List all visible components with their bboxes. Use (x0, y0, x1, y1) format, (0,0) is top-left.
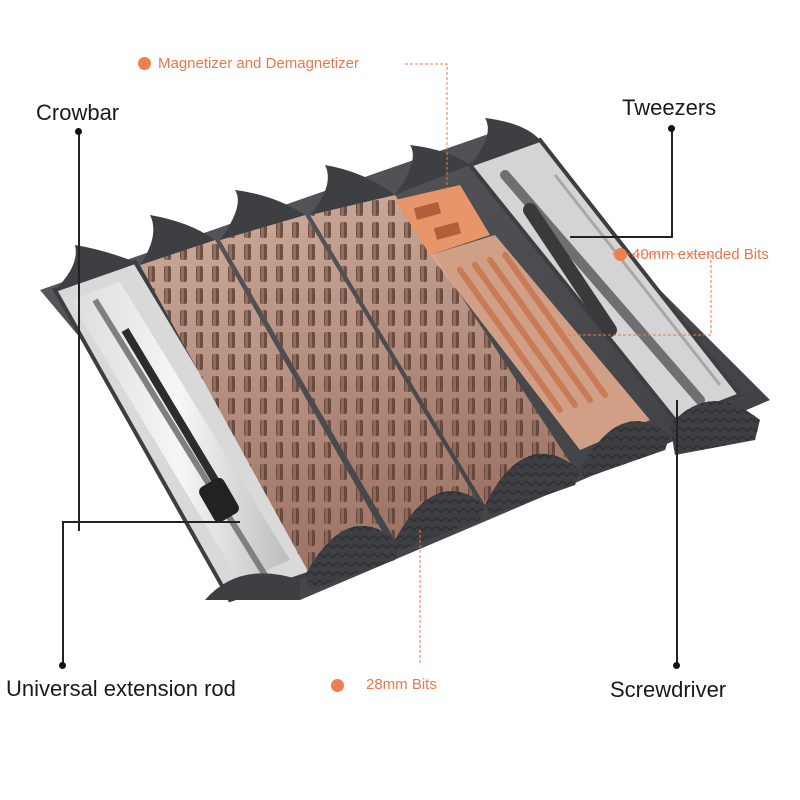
crowbar-label: Crowbar (36, 100, 120, 125)
extension-rod-leader-horizontal (62, 521, 240, 523)
crowbar-leader-dot (75, 128, 82, 135)
extended-bits-dot (614, 248, 627, 261)
extension-rod-label: Universal extension rod (6, 676, 236, 701)
tweezers-label: Tweezers (622, 95, 717, 120)
tweezers-leader-dot (668, 125, 675, 132)
magnetizer-dot (138, 57, 151, 70)
screwdriver-label: Screwdriver (610, 677, 727, 702)
extension-rod-leader-vertical (62, 521, 64, 666)
extended-bits-label: 40mm extended Bits (632, 246, 769, 263)
magnetizer-block (395, 185, 490, 255)
screwdriver-leader-line (676, 400, 678, 665)
extended-bit-tray (430, 235, 650, 450)
tool-case (40, 118, 770, 603)
screwdriver-leader-dot (673, 662, 680, 669)
bits-28mm-dot (331, 679, 344, 692)
bits-28mm-label: 28mm Bits (366, 676, 437, 693)
magnetizer-label: Magnetizer and Demagnetizer (158, 55, 359, 72)
tweezers-leader-horizontal (570, 236, 672, 238)
extension-rod-leader-dot (59, 662, 66, 669)
tweezers-leader-line (671, 128, 673, 238)
crowbar-leader-line (78, 133, 80, 531)
